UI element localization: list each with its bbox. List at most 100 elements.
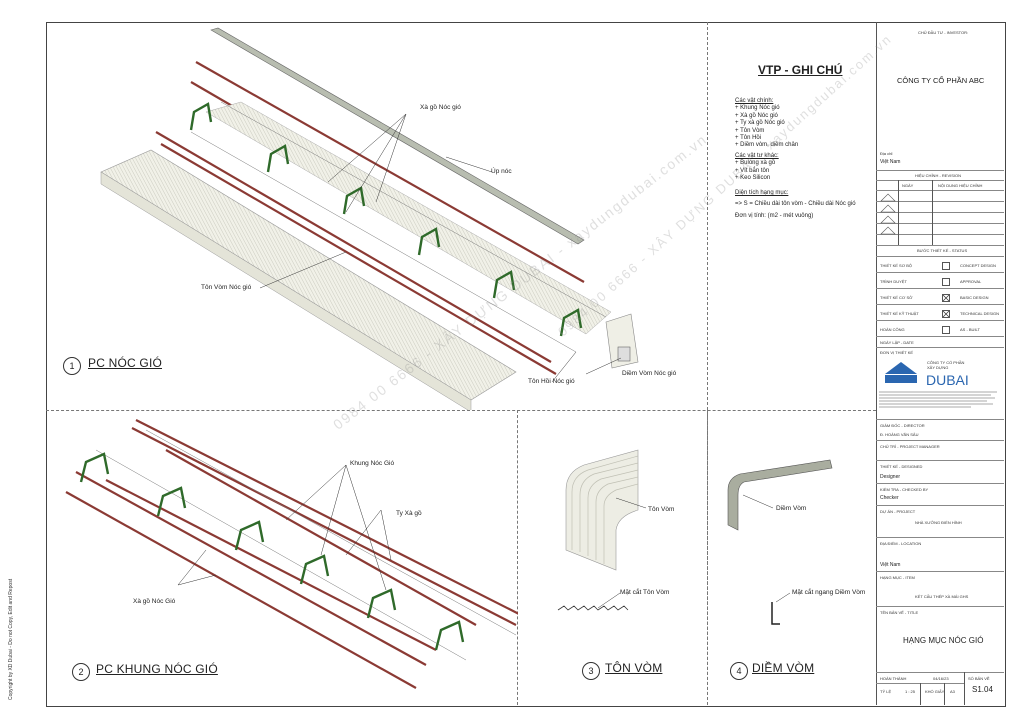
label-diem-vom-noc-gio: Diềm Vòm Nóc gió xyxy=(622,370,677,377)
tb-address: Việt Nam xyxy=(880,159,901,165)
status-vn: HOÀN CÔNG xyxy=(880,327,905,332)
notes-main-item: + Khung Nóc gió xyxy=(735,105,780,112)
label-xa-go-noc-gio-2: Xà gồ Nóc Gió xyxy=(133,598,176,605)
section-3-title: TÔN VÒM xyxy=(605,661,663,675)
notes-main-item: + Xà gồ Nóc gió xyxy=(735,112,778,119)
tb-paper: A3 xyxy=(950,689,955,694)
company-address-lines xyxy=(879,391,997,408)
tb-status-label: BƯỚC THIẾT KẾ - STATUS xyxy=(917,248,968,253)
tb-company-big: DUBAI xyxy=(926,372,969,388)
khung-noc-gio-3d-view xyxy=(65,419,518,689)
label-ton-vom: Tôn Vòm xyxy=(648,506,675,513)
tb-address-label: Địa chỉ: xyxy=(880,151,894,156)
tb-designer-unit-label: ĐƠN VỊ THIẾT KẾ xyxy=(880,350,914,355)
tb-checker: Checker xyxy=(880,495,899,501)
label-up-noc: Úp nóc xyxy=(491,168,512,175)
tb-sheet-no: S1.04 xyxy=(972,685,993,694)
label-ton-vom-noc-gio: Tôn Vòm Nóc gió xyxy=(201,284,252,291)
tb-project-label: DỰ ÁN - PROJECT xyxy=(880,509,916,514)
tb-company-small: CÔNG TY CỔ PHẦN XÂY DỰNG xyxy=(927,360,965,370)
tb-location-label: ĐỊA ĐIỂM - LOCATION xyxy=(880,541,922,546)
section-4-number: 4 xyxy=(730,662,748,680)
dubai-logo-icon xyxy=(885,362,917,383)
tb-complete-label: HOÀN THÀNH xyxy=(880,676,907,681)
status-checkbox[interactable] xyxy=(942,326,950,334)
tb-project: NHÀ XƯỞNG ĐIỂN HÌNH xyxy=(915,520,962,525)
khung-noc-gio-group xyxy=(189,102,583,337)
ton-vom-left xyxy=(100,149,517,401)
label-ton-hoi-noc-gio: Tôn Hồi Nóc gió xyxy=(528,378,575,385)
notes-title: VTP - GHI CHÚ xyxy=(758,63,843,77)
notes-main-item: + Ty xà gồ Nóc gió xyxy=(735,120,785,127)
section-2-number: 2 xyxy=(72,663,90,681)
status-en: BASIC DESIGN xyxy=(960,295,989,300)
section-4-title: DIỀM VÒM xyxy=(752,661,815,675)
tb-date-label: NGÀY LẬP - DATE xyxy=(880,340,914,345)
status-en: APPROVAL xyxy=(960,279,982,284)
tb-location: Việt Nam xyxy=(880,562,901,568)
divider-lower xyxy=(517,410,518,705)
notes-block: Các vật chính: + Khung Nóc gió + Xà gồ N… xyxy=(735,98,856,221)
notes-main-heading: Các vật chính: xyxy=(735,98,774,104)
tb-pm-label: CHỦ TRÌ - PROJECT MANAGER xyxy=(880,444,940,449)
divider-lower-2 xyxy=(707,410,708,705)
notes-other-item: + Keo Silicon xyxy=(735,175,771,182)
status-en: CONCEPT DESIGN xyxy=(960,263,996,268)
notes-other-heading: Các vật tư khác: xyxy=(735,152,779,159)
sheet-border xyxy=(46,22,1006,707)
section-3-number: 3 xyxy=(582,662,600,680)
status-checkbox[interactable] xyxy=(942,262,950,270)
label-diem-vom: Diềm Vòm xyxy=(776,505,807,512)
status-vn: THIẾT KẾ CƠ SỞ xyxy=(880,295,913,300)
status-en: TECHNICAL DESIGN xyxy=(960,311,999,316)
revision-triangles xyxy=(880,193,896,235)
tb-sheet-no-label: SỐ BẢN VẼ xyxy=(968,676,990,681)
status-vn: THIẾT KẾ SƠ BỘ xyxy=(880,263,913,268)
status-vn: TRÌNH DUYỆT xyxy=(880,279,907,284)
notes-main-item: + Tôn Vòm xyxy=(735,127,765,134)
label-mat-cat-diem-vom: Mặt cắt ngang Diềm Vòm xyxy=(792,589,866,596)
label-xa-go-noc-gio: Xà gồ Nóc gió xyxy=(420,104,461,111)
tb-designed-label: THIẾT KẾ - DESIGNED xyxy=(880,464,923,469)
tb-checked-label: KIỂM TRA - CHECKED BY xyxy=(880,487,929,492)
notes-main-item: + Tôn Hồi xyxy=(735,135,762,142)
divider-notes xyxy=(707,22,708,705)
status-checkbox[interactable] xyxy=(942,278,950,286)
status-vn: THIẾT KẾ KỸ THUẬT xyxy=(880,311,919,316)
check-icon xyxy=(943,295,949,301)
notes-area-heading: Diện tích hạng mục: xyxy=(735,190,789,197)
diem-vom-part xyxy=(617,346,631,362)
tb-scale: 1 : 25 xyxy=(905,689,916,694)
copyright-text: Copyright by XD Dubai - Do not Copy, Edi… xyxy=(8,578,14,700)
ton-vom-detail xyxy=(557,449,647,611)
tb-title-label: TÊN BẢN VẼ - TITLE xyxy=(880,610,919,615)
section-1-number: 1 xyxy=(63,357,81,375)
tb-item-label: HẠNG MỤC - ITEM xyxy=(880,575,915,580)
tb-scale-label: TỶ LỆ xyxy=(880,689,892,694)
status-checkbox-checked[interactable] xyxy=(942,310,950,318)
section-2-title: PC KHUNG NÓC GIÓ xyxy=(96,662,218,676)
tb-designer: Designer xyxy=(880,474,901,480)
tb-complete-date: 04/16/23 xyxy=(933,676,949,681)
notes-other-item: + Bulong xà gồ xyxy=(735,160,776,167)
tb-rev-col-date: NGÀY xyxy=(902,183,914,188)
khung-group-2 xyxy=(79,452,465,651)
tb-item: KẾT CẤU THÉP XÀ MÁI GHS xyxy=(915,594,969,599)
section-1-title: PC NÓC GIÓ xyxy=(88,356,163,370)
tb-paper-label: KHỔ GIẤY xyxy=(925,689,945,694)
label-mat-cat-ton-vom: Mặt cắt Tôn Vòm xyxy=(620,589,670,596)
notes-area-formula: => S = Chiều dài tôn vòm - Chiều dài Nóc… xyxy=(735,200,856,207)
diem-vom-detail xyxy=(727,459,833,625)
divider-titleblock xyxy=(876,22,877,705)
tb-investor: CÔNG TY CỔ PHẦN ABC xyxy=(897,76,985,85)
label-ty-xa-go: Ty Xà gồ xyxy=(396,510,422,517)
ton-vom-noc-gio xyxy=(205,101,612,335)
tb-revision-label: HIỆU CHỈNH - REVISION xyxy=(915,173,962,178)
notes-main-item: + Diềm vòm, diềm chân xyxy=(735,142,799,149)
label-khung-noc-gio: Khung Nóc Gió xyxy=(350,460,395,467)
status-checkbox-checked[interactable] xyxy=(942,294,950,302)
tb-title: HẠNG MỤC NÓC GIÓ xyxy=(903,636,984,645)
check-icon xyxy=(943,311,949,317)
notes-unit: Đơn vị tính: (m2 - mét vuông) xyxy=(735,213,814,220)
tb-director-label: GIÁM ĐỐC - DIRECTOR xyxy=(880,423,925,428)
